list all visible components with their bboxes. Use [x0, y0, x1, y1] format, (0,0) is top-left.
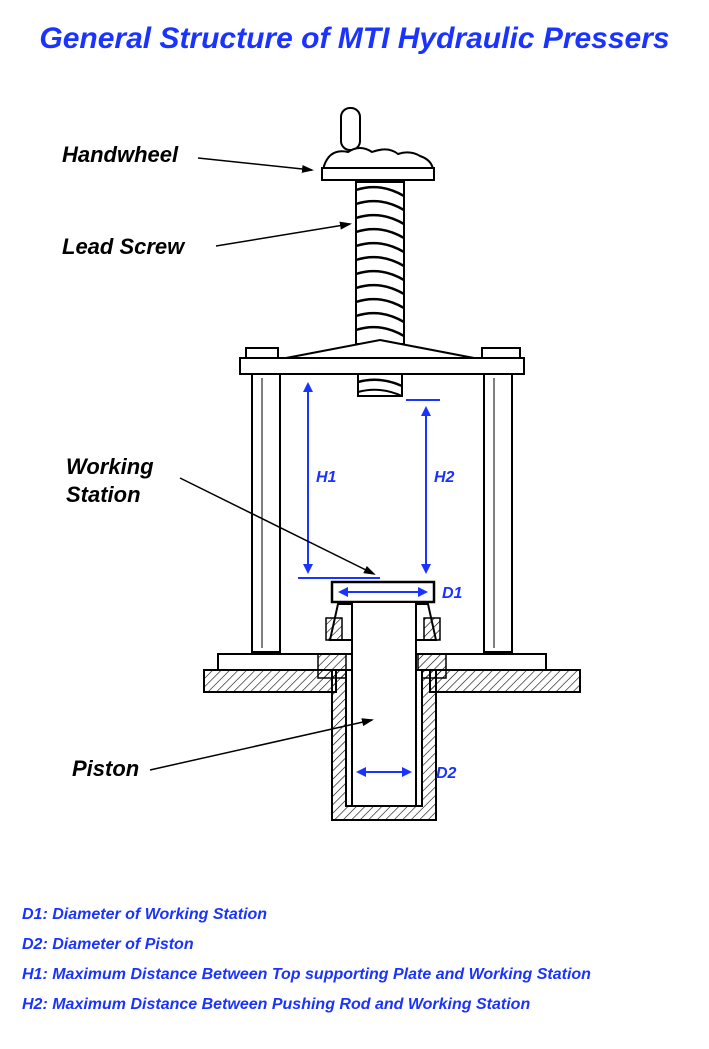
- piston: [351, 601, 417, 807]
- d2-label: D2: [436, 765, 457, 782]
- h2-label: H2: [434, 469, 455, 486]
- page-title: General Structure of MTI Hydraulic Press…: [39, 22, 670, 55]
- handwheel-label: Handwheel: [62, 142, 179, 167]
- legend-item-h1: H1: Maximum Distance Between Top support…: [22, 966, 591, 983]
- working-station-label-line2: Station: [66, 482, 141, 507]
- handwheel: [321, 147, 435, 181]
- legend: D1: Diameter of Working Station D2: Diam…: [22, 900, 591, 1020]
- top-supporting-plate: [239, 338, 525, 375]
- piston-label: Piston: [72, 756, 139, 781]
- left-column: [251, 373, 281, 653]
- h1-label: H1: [316, 469, 337, 486]
- h2-dimension: [406, 399, 440, 574]
- lead-screw-pointer: [215, 221, 352, 247]
- lead-screw: [355, 181, 405, 397]
- legend-item-d1: D1: Diameter of Working Station: [22, 906, 268, 923]
- legend-item-h2: H2: Maximum Distance Between Pushing Rod…: [22, 996, 531, 1013]
- working-station-pointer: [179, 477, 376, 575]
- legend-item-d2: D2: Diameter of Piston: [22, 936, 194, 953]
- handwheel-pointer: [197, 157, 314, 173]
- handwheel-knob: [340, 107, 361, 151]
- working-station-label-line1: Working: [66, 454, 154, 479]
- piston-pointer: [149, 718, 374, 771]
- lead-screw-label: Lead Screw: [62, 234, 186, 259]
- d1-label: D1: [442, 585, 463, 602]
- right-column: [483, 373, 513, 653]
- h1-dimension: [298, 382, 380, 579]
